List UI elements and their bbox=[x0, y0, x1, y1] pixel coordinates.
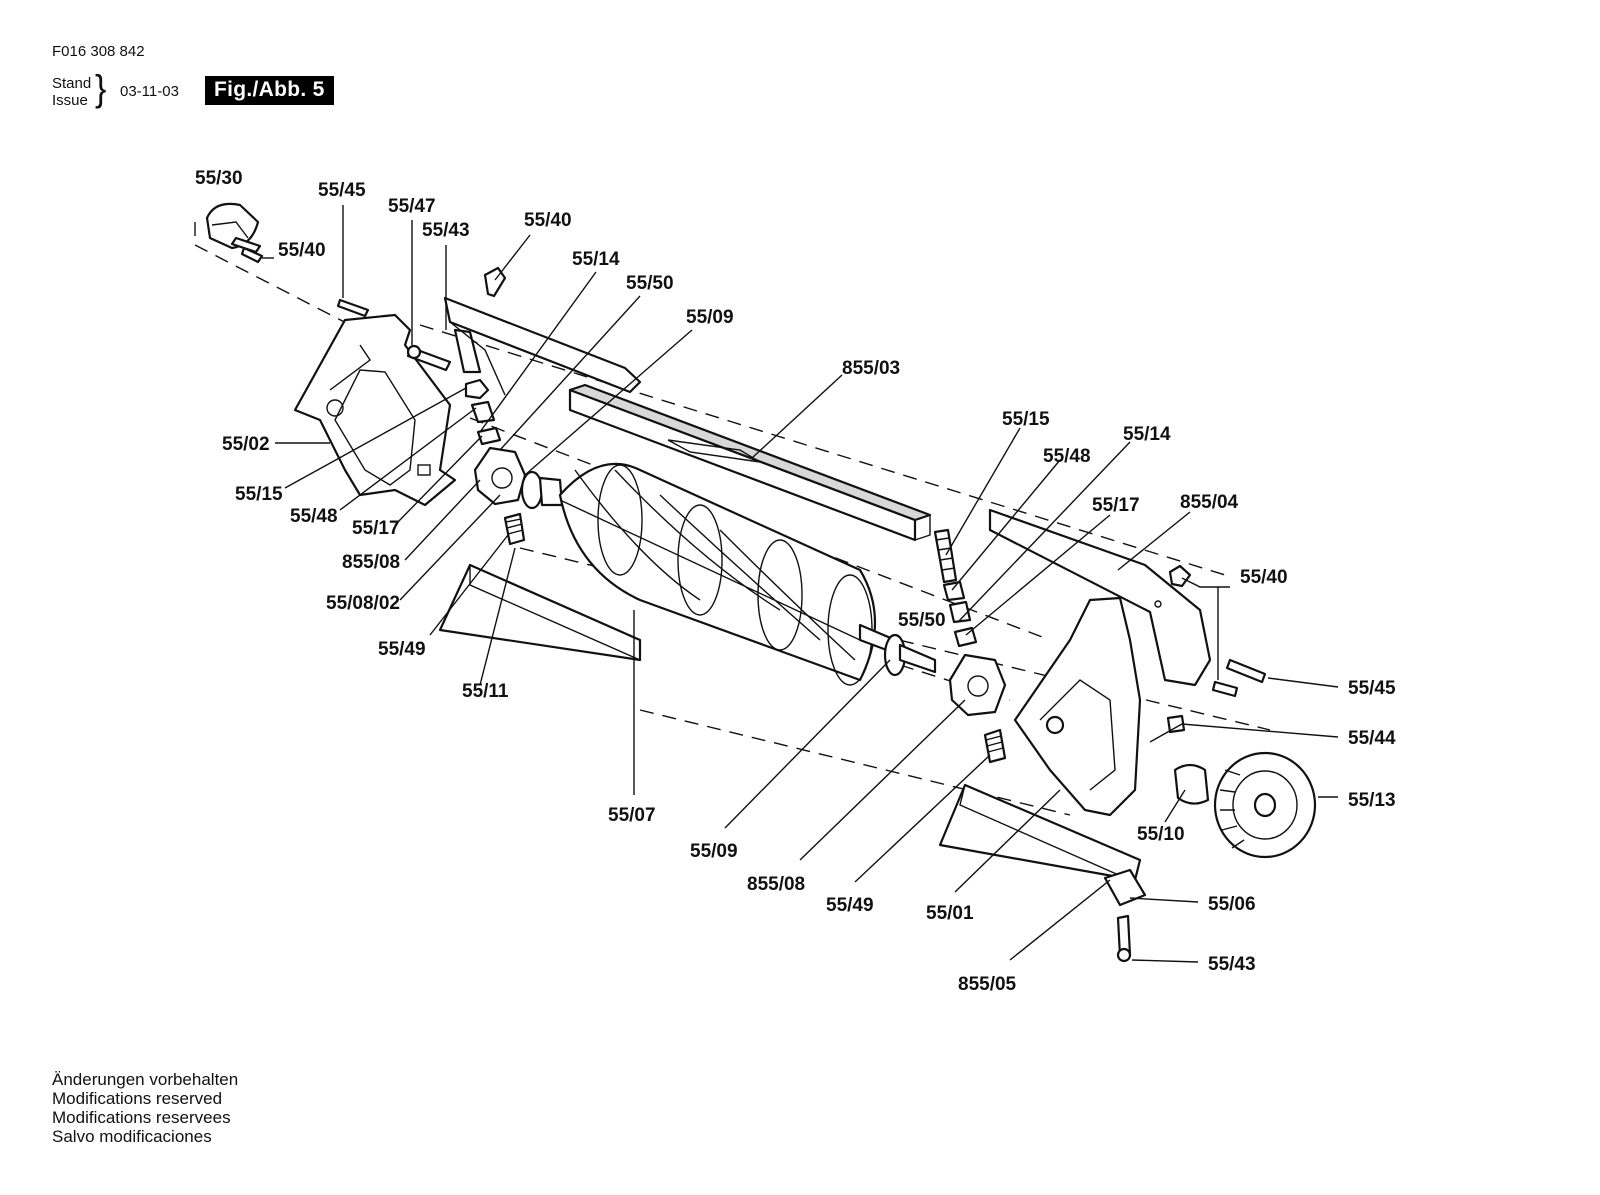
part-label: 55/49 bbox=[378, 639, 426, 660]
part-label: 55/15 bbox=[235, 484, 283, 505]
figure-badge: Fig./Abb. 5 bbox=[205, 76, 334, 105]
document-code: F016 308 842 bbox=[52, 43, 145, 60]
part-label: 55/13 bbox=[1348, 790, 1396, 811]
wheel bbox=[1173, 751, 1317, 859]
issue-date: 03-11-03 bbox=[120, 83, 179, 100]
left-side-plate bbox=[293, 298, 457, 507]
part-label: 55/06 bbox=[1208, 894, 1256, 915]
brace-glyph: } bbox=[95, 68, 107, 110]
right-rail bbox=[988, 508, 1212, 687]
part-label: 855/08 bbox=[747, 874, 805, 895]
part-label: 55/09 bbox=[690, 841, 738, 862]
cylinder-reel bbox=[558, 462, 902, 686]
part-label: 55/49 bbox=[826, 895, 874, 916]
notice-line: Salvo modificaciones bbox=[52, 1127, 212, 1146]
part-label: 55/15 bbox=[1002, 409, 1050, 430]
part-label: 55/50 bbox=[898, 610, 946, 631]
part-label: 55/14 bbox=[1123, 424, 1171, 445]
part-label: 855/03 bbox=[842, 358, 900, 379]
part-label: 55/09 bbox=[686, 307, 734, 328]
modification-notice: Änderungen vorbehalten Modifications res… bbox=[52, 1070, 238, 1146]
part-label: 55/11 bbox=[462, 681, 509, 702]
part-label: 855/05 bbox=[958, 974, 1017, 995]
part-label: 55/48 bbox=[1043, 446, 1091, 467]
part-label: 55/07 bbox=[608, 805, 656, 826]
part-label: 55/01 bbox=[926, 903, 974, 924]
part-label: 55/45 bbox=[1348, 678, 1396, 699]
right-small-parts bbox=[933, 528, 978, 648]
spring-left bbox=[503, 512, 526, 546]
part-label: 55/10 bbox=[1137, 824, 1185, 845]
part-label: 55/30 bbox=[195, 168, 243, 189]
part-label: 55/43 bbox=[422, 220, 470, 241]
stand-label: Stand bbox=[52, 75, 92, 92]
part-label: 55/43 bbox=[1208, 954, 1256, 975]
part-label: 55/17 bbox=[1092, 495, 1140, 516]
issue-label: Issue bbox=[52, 92, 88, 109]
part-label: 55/44 bbox=[1348, 728, 1396, 749]
bar-855-03 bbox=[568, 383, 932, 542]
part-label: 55/14 bbox=[572, 249, 620, 270]
part-label: 55/48 bbox=[290, 506, 338, 527]
part-label: 855/04 bbox=[1180, 492, 1239, 513]
right-side-plate bbox=[1013, 596, 1142, 817]
part-label: 55/08/02 bbox=[326, 593, 400, 614]
part-label: 55/50 bbox=[626, 273, 674, 294]
bearing-left bbox=[520, 470, 564, 510]
part-label: 855/08 bbox=[342, 552, 400, 573]
part-label: 55/47 bbox=[388, 196, 436, 217]
bottom-blade-right bbox=[938, 783, 1147, 907]
notice-line: Änderungen vorbehalten bbox=[52, 1070, 239, 1089]
part-label: 55/45 bbox=[318, 180, 366, 201]
hub-nut-right bbox=[948, 653, 1007, 717]
leader-lines bbox=[262, 205, 1339, 963]
part-label: 55/40 bbox=[524, 210, 572, 231]
part-label: 55/02 bbox=[222, 434, 270, 455]
notice-line: Modifications reservees bbox=[52, 1108, 231, 1127]
document-header: F016 308 842 Stand Issue } 03-11-03 Fig.… bbox=[0, 0, 420, 120]
part-label: 55/40 bbox=[278, 240, 326, 261]
bearing-right bbox=[883, 633, 937, 677]
notice-line: Modifications reserved bbox=[52, 1089, 223, 1108]
right-fasteners bbox=[1116, 564, 1267, 963]
cap-55-30 bbox=[205, 202, 264, 264]
stand-issue-label: Stand Issue bbox=[52, 75, 91, 109]
part-label-group: 55/30 55/45 55/47 55/43 55/40 55/40 55/1… bbox=[195, 168, 1396, 995]
spring-right bbox=[983, 728, 1007, 764]
part-label: 55/17 bbox=[352, 518, 400, 539]
left-fasteners bbox=[230, 236, 507, 446]
part-label: 55/40 bbox=[1240, 567, 1288, 588]
